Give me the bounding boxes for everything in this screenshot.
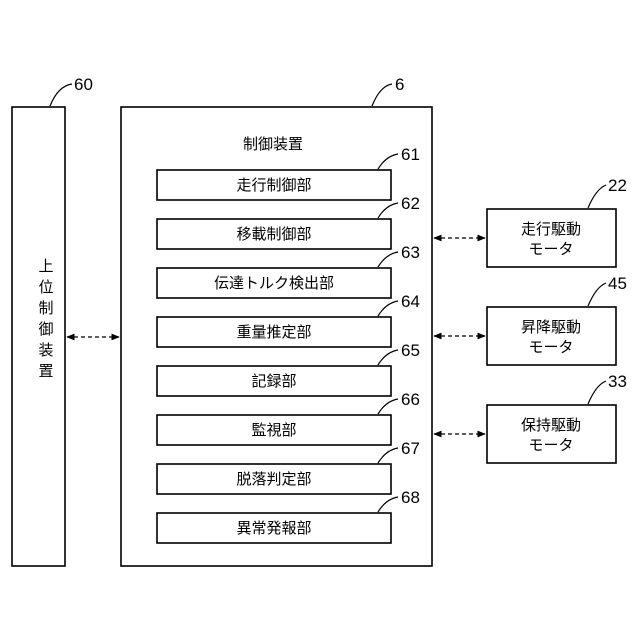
host-ref-leader bbox=[50, 84, 72, 106]
unit-ref-number: 65 bbox=[401, 341, 420, 360]
motor-ref-number: 22 bbox=[608, 176, 627, 195]
unit-label: 記録部 bbox=[251, 372, 296, 390]
motor-label-line1: 走行駆動 bbox=[521, 220, 581, 238]
host-ref-number: 60 bbox=[74, 75, 93, 94]
motor-ref-number: 33 bbox=[608, 372, 627, 391]
motor-label-line2: モータ bbox=[528, 338, 573, 356]
motor-ref-number: 45 bbox=[608, 274, 627, 293]
motor-box bbox=[487, 307, 616, 365]
unit-label: 監視部 bbox=[251, 421, 296, 439]
motor-ref-leader bbox=[588, 381, 606, 404]
motor-ref-leader bbox=[588, 283, 606, 306]
unit-label: 異常発報部 bbox=[236, 519, 311, 537]
controller-title: 制御装置 bbox=[243, 135, 303, 153]
motor-33: 保持駆動モータ 33 bbox=[434, 372, 627, 463]
motor-45: 昇降駆動モータ 45 bbox=[434, 274, 627, 365]
host-controller-block: 上 位 制 御 装 置 60 bbox=[12, 75, 93, 566]
unit-ref-number: 68 bbox=[401, 488, 420, 507]
unit-ref-number: 67 bbox=[401, 439, 420, 458]
motor-box bbox=[487, 209, 616, 267]
unit-label: 重量推定部 bbox=[236, 323, 311, 341]
motor-box bbox=[487, 405, 616, 463]
unit-ref-number: 64 bbox=[401, 292, 420, 311]
motor-ref-leader bbox=[588, 185, 606, 208]
unit-label: 走行制御部 bbox=[236, 176, 311, 194]
unit-ref-number: 61 bbox=[401, 145, 420, 164]
unit-label: 移載制御部 bbox=[236, 225, 311, 243]
motor-label-line1: 保持駆動 bbox=[521, 416, 581, 434]
motor-label-line2: モータ bbox=[528, 436, 573, 454]
motor-label-line1: 昇降駆動 bbox=[521, 318, 581, 336]
unit-ref-number: 66 bbox=[401, 390, 420, 409]
unit-ref-number: 62 bbox=[401, 194, 420, 213]
motors: 走行駆動モータ22昇降駆動モータ45保持駆動モータ33 bbox=[434, 176, 627, 463]
motor-22: 走行駆動モータ 22 bbox=[434, 176, 627, 267]
unit-label: 伝達トルク検出部 bbox=[214, 274, 334, 292]
unit-label: 脱落判定部 bbox=[236, 470, 311, 488]
controller-ref-number: 6 bbox=[395, 75, 404, 94]
motor-label-line2: モータ bbox=[528, 240, 573, 258]
controller-ref-leader bbox=[372, 84, 392, 106]
unit-ref-number: 63 bbox=[401, 243, 420, 262]
